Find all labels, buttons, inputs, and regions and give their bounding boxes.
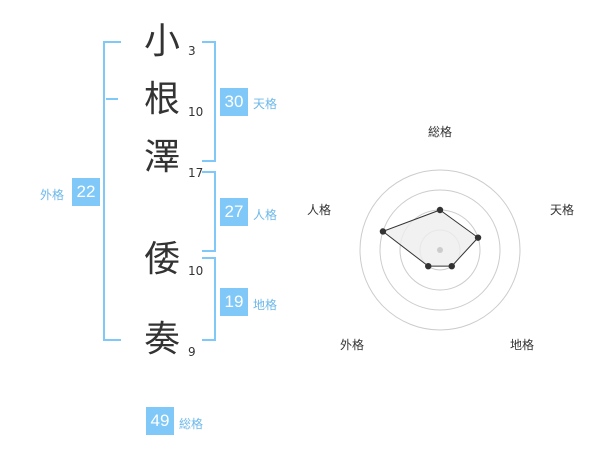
- stroke-count-5: 9: [188, 345, 196, 359]
- stroke-count-2: 10: [188, 105, 204, 119]
- chikaku-bracket: [202, 257, 216, 341]
- tenkaku-value-badge: 30: [220, 88, 248, 116]
- tenkaku-bracket: [202, 41, 216, 162]
- radar-point: [425, 262, 432, 270]
- radar-polygon: [381, 209, 479, 267]
- radar-label-jinkaku: 人格: [307, 203, 332, 217]
- radar-label-tenkaku: 天格: [550, 203, 575, 217]
- chikaku-label: 地格: [253, 298, 278, 312]
- radar-rings: [359, 169, 521, 331]
- radar-point: [474, 234, 482, 241]
- radar-ring: [359, 169, 521, 331]
- soukaku-label: 総格: [179, 417, 204, 431]
- chikaku-value-badge: 19: [220, 288, 248, 316]
- name-char-1: 小: [143, 21, 180, 62]
- radar-label-gaikaku: 外格: [340, 338, 365, 352]
- tenkaku-label: 天格: [253, 97, 278, 111]
- radar-ring: [379, 189, 501, 311]
- jinkaku-bracket: [202, 171, 216, 252]
- jinkaku-label: 人格: [253, 208, 278, 222]
- stroke-count-3: 17: [188, 166, 204, 180]
- stroke-count-4: 10: [188, 264, 204, 278]
- radar-point: [379, 228, 387, 235]
- radar-label-chikaku: 地格: [510, 338, 535, 352]
- gaikaku-label: 外格: [40, 188, 65, 202]
- jinkaku-value-badge: 27: [220, 198, 248, 226]
- name-char-3: 澤: [143, 137, 180, 178]
- radar-points: [379, 206, 482, 270]
- gaikaku-bracket-tick: [106, 98, 118, 100]
- radar-point: [448, 262, 455, 270]
- name-char-5: 奏: [143, 319, 180, 360]
- radar-point: [436, 206, 444, 214]
- stroke-count-1: 3: [188, 44, 196, 58]
- name-char-4: 倭: [143, 239, 180, 280]
- radar-label-soukaku: 総格: [428, 125, 453, 139]
- gaikaku-bracket: [103, 41, 121, 341]
- soukaku-value-badge: 49: [146, 407, 174, 435]
- name-char-2: 根: [143, 79, 180, 120]
- gaikaku-value-badge: 22: [72, 178, 100, 206]
- radar-center-dot: [437, 247, 443, 253]
